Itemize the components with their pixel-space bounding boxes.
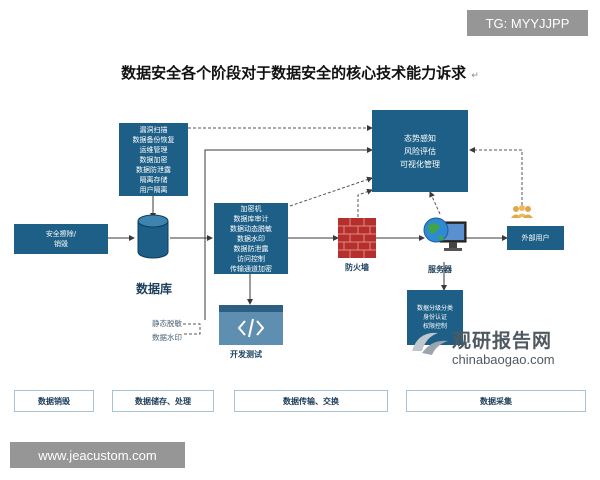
logo-icon xyxy=(412,332,448,355)
box-line: 数据库审计 xyxy=(233,214,269,223)
phase-label: 数据销毁 xyxy=(38,396,70,406)
box-security-erase: 安全擦除/ 销毁 xyxy=(14,224,108,254)
box-line: 隔离存储 xyxy=(139,175,168,184)
box-line: 权限控制 xyxy=(422,323,447,330)
database-icon xyxy=(137,214,169,259)
box-line: 数据加密 xyxy=(139,155,168,164)
box-line: 销毁 xyxy=(54,240,68,248)
phase-storage: 数据储存、处理 xyxy=(112,390,214,412)
box-line: 数据防泄露 xyxy=(233,244,269,253)
phase-collection: 数据采集 xyxy=(406,390,586,412)
top-tag-text: TG: MYYJJPP xyxy=(485,15,570,31)
dash-firewall-monitor xyxy=(357,188,373,222)
title-mark: ↵ xyxy=(471,71,479,81)
box-line: 安全擦除/ xyxy=(45,230,77,238)
box-line: 数据水印 xyxy=(237,234,265,243)
box-line: 数据防泄露 xyxy=(136,165,171,174)
phase-label: 数据采集 xyxy=(480,396,512,406)
logo-name: 观研报告网 xyxy=(452,330,553,352)
bottom-tag-text: www.jeacustom.com xyxy=(38,447,157,463)
bottom-tag: www.jeacustom.com xyxy=(10,442,185,468)
box-line: 外部用户 xyxy=(521,234,550,242)
box-line: 数据分级分类 xyxy=(416,305,453,312)
box-line: 传输通道加密 xyxy=(230,264,272,273)
users-icon xyxy=(511,205,533,218)
box-line: 加密机 xyxy=(240,204,262,213)
logo-url: chinabaogao.com xyxy=(452,352,555,367)
dash-server-monitor xyxy=(429,191,441,215)
label-server: 服务器 xyxy=(428,265,452,274)
label-database: 数据库 xyxy=(136,282,173,296)
firewall-icon xyxy=(338,218,376,258)
dash-user-monitor xyxy=(469,147,523,210)
box-line: 态势感知 xyxy=(404,133,436,143)
dash-db-labels xyxy=(183,323,201,335)
label-db-watermark: 数据水印 xyxy=(152,333,182,342)
box-line: 身份认证 xyxy=(422,314,447,321)
box-collection: 数据分级分类 身份认证 权限控制 xyxy=(407,290,463,345)
box-monitoring: 态势感知 风险评估 可视化管理 xyxy=(372,110,468,192)
diagram-title-row: 数据安全各个阶段对于数据安全的核心技术能力诉求 ↵ xyxy=(60,62,540,83)
box-line: 数据动态脱敏 xyxy=(230,224,272,233)
edge-monitor-link xyxy=(204,147,373,320)
phase-label: 数据传输、交换 xyxy=(283,396,339,406)
box-line: 风险评估 xyxy=(404,146,436,156)
top-tag: TG: MYYJJPP xyxy=(467,10,588,36)
box-line: 数据备份恢复 xyxy=(132,135,175,144)
box-line: 运维管理 xyxy=(139,145,168,154)
box-line: 漏洞扫描 xyxy=(139,125,168,134)
label-static-mask: 静态脱敏 xyxy=(152,319,182,328)
box-line: 用户隔离 xyxy=(139,185,168,194)
box-transfer-measures: 加密机 数据库审计 数据动态脱敏 数据水印 数据防泄露 访问控制 传输通道加密 xyxy=(214,203,288,274)
box-line: 访问控制 xyxy=(237,254,265,263)
dash-transfer-monitor xyxy=(289,176,373,207)
box-line: 可视化管理 xyxy=(400,159,440,169)
phase-transfer: 数据传输、交换 xyxy=(234,390,388,412)
diagram-title: 数据安全各个阶段对于数据安全的核心技术能力诉求 xyxy=(121,64,467,82)
phase-destroy: 数据销毁 xyxy=(14,390,94,412)
code-icon xyxy=(219,305,283,345)
label-firewall: 防火墙 xyxy=(345,263,369,272)
phase-label: 数据储存、处理 xyxy=(135,396,191,406)
label-dev-test: 开发测试 xyxy=(230,350,262,359)
server-icon xyxy=(423,217,467,251)
box-storage-measures: 漏洞扫描 数据备份恢复 运维管理 数据加密 数据防泄露 隔离存储 用户隔离 xyxy=(119,123,188,196)
box-external-user: 外部用户 xyxy=(507,226,564,250)
